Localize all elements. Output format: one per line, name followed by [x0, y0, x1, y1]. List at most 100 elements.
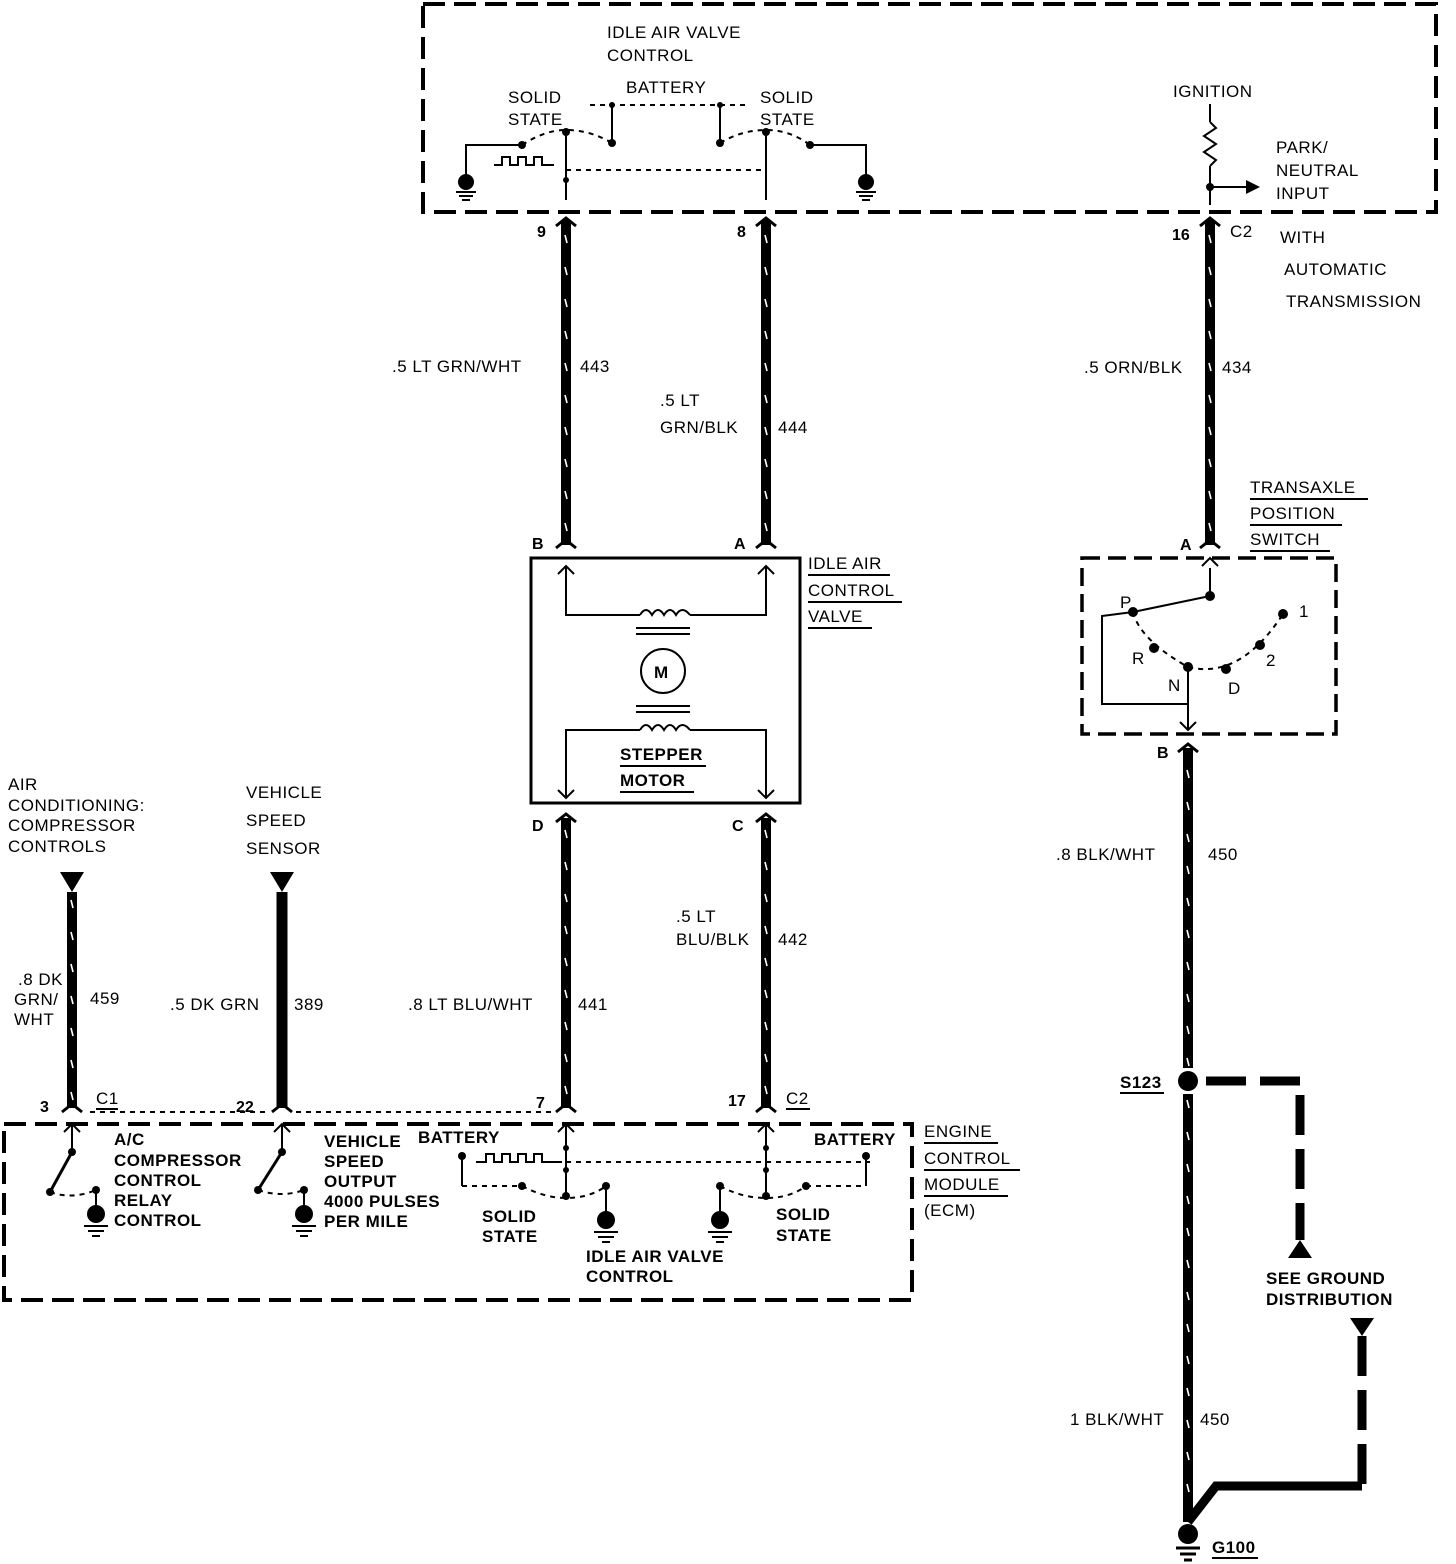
wire-stripe	[1186, 1195, 1190, 1205]
bottom-left-solid-state	[458, 1122, 870, 1243]
tps-p: P	[1120, 593, 1132, 612]
bottom-battery-left: BATTERY	[418, 1128, 500, 1147]
vss-output-switch	[254, 1122, 316, 1237]
pin-b-tps: B	[1157, 745, 1169, 762]
wire-441-circuit: 441	[578, 995, 608, 1014]
wire-stripe	[1208, 234, 1212, 244]
bottom-solid-left-2: STATE	[482, 1227, 538, 1246]
wire-444-color-2: GRN/BLK	[660, 418, 738, 437]
wire-stripe	[1186, 929, 1190, 939]
wire-stripe	[1186, 993, 1190, 1003]
wire-stripe	[1186, 1131, 1190, 1141]
with-auto-2: AUTOMATIC	[1284, 260, 1387, 279]
wire-stripe	[564, 893, 568, 903]
see-ground-2: DISTRIBUTION	[1266, 1290, 1393, 1309]
ac-relay-label-5: CONTROL	[114, 1211, 202, 1230]
park-neutral-1: PARK/	[1276, 138, 1328, 157]
top-battery-label: BATTERY	[626, 78, 706, 97]
ignition-pull-up	[1202, 104, 1260, 205]
connector-c2-bottom: C2	[786, 1089, 809, 1108]
wire-442-color-1: .5 LT	[676, 907, 716, 926]
ac-controls-1: AIR	[8, 775, 38, 794]
ecm-label-1: ENGINE	[924, 1122, 992, 1141]
top-title-line1: IDLE AIR VALVE	[607, 23, 741, 42]
wire-stripe	[1186, 1163, 1190, 1173]
connector-c2-top: C2	[1230, 222, 1253, 241]
ac-relay-label-4: RELAY	[114, 1191, 173, 1210]
with-auto-3: TRANSMISSION	[1286, 292, 1421, 311]
pin-17: 17	[728, 1093, 746, 1110]
park-neutral-3: INPUT	[1276, 184, 1330, 203]
wire-443-circuit: 443	[580, 357, 610, 376]
wire-stripe	[764, 458, 768, 468]
wire-443	[555, 216, 577, 550]
wire-stripe	[564, 957, 568, 967]
wire-stripe	[1208, 298, 1212, 308]
pin-22: 22	[236, 1099, 254, 1116]
ac-relay-switch	[46, 1122, 108, 1237]
wire-stripe	[1186, 1387, 1190, 1397]
wire-stripe	[1186, 1483, 1190, 1493]
pin-d-iac: D	[532, 818, 544, 835]
wire-stripe	[764, 957, 768, 967]
vss-label-1: VEHICLE	[246, 783, 322, 802]
ecm-bottom-box	[2, 1122, 914, 1302]
see-ground-1: SEE GROUND	[1266, 1269, 1385, 1288]
wire-450-circuit-upper: 450	[1208, 845, 1238, 864]
top-solid-state-right-1: SOLID	[760, 88, 814, 107]
tps-2: 2	[1266, 651, 1276, 670]
ground-distribution-arrow-lower	[1350, 1318, 1374, 1336]
wire-stripe	[764, 1053, 768, 1063]
wire-stripe	[564, 234, 568, 244]
bottom-solid-left-1: SOLID	[482, 1207, 536, 1226]
pin-a-iac: A	[734, 536, 746, 553]
pin-b-iac: B	[532, 536, 544, 553]
tps-label-2: POSITION	[1250, 504, 1335, 523]
top-solid-state-left-1: SOLID	[508, 88, 562, 107]
wire-stripe	[564, 522, 568, 532]
wire-stripe	[564, 1021, 568, 1031]
splice-s123-dot	[1178, 1071, 1198, 1091]
iac-label-1: IDLE AIR	[808, 554, 882, 573]
wire-stripe	[1186, 1291, 1190, 1301]
wire-stripe	[1186, 1419, 1190, 1429]
wire-389	[270, 872, 294, 1114]
wire-442-color-2: BLU/BLK	[676, 930, 750, 949]
pin-a-tps: A	[1180, 537, 1192, 554]
wire-stripe	[564, 362, 568, 372]
wire-stripe-ticks	[70, 234, 1212, 1493]
ac-relay-label-1: A/C	[114, 1130, 145, 1149]
ecm-label-3: MODULE	[924, 1175, 1000, 1194]
tps-switch	[1101, 556, 1288, 732]
wire-stripe	[1186, 1057, 1190, 1067]
tps-label-1: TRANSAXLE	[1250, 478, 1356, 497]
vss-label-3: SENSOR	[246, 839, 321, 858]
wire-stripe	[1186, 833, 1190, 843]
wire-stripe	[564, 490, 568, 500]
wire-stripe	[764, 234, 768, 244]
wire-stripe	[1208, 458, 1212, 468]
tps-n: N	[1168, 676, 1181, 695]
pin-16: 16	[1172, 227, 1190, 244]
iac-label-2: CONTROL	[808, 581, 895, 600]
wire-stripe	[764, 1085, 768, 1095]
wire-stripe	[1186, 865, 1190, 875]
wire-450-color-lower: 1 BLK/WHT	[1070, 1410, 1164, 1429]
wire-450	[1177, 742, 1362, 1525]
top-right-solid-state	[719, 128, 876, 201]
wire-stripe	[1208, 266, 1212, 276]
wire-stripe	[564, 458, 568, 468]
bottom-solid-right-2: STATE	[776, 1226, 832, 1245]
top-solid-state-right-2: STATE	[760, 110, 815, 129]
wire-stripe	[764, 266, 768, 276]
wire-stripe	[764, 426, 768, 436]
wire-stripe	[564, 330, 568, 340]
wire-stripe	[764, 989, 768, 999]
bottom-battery-right: BATTERY	[814, 1130, 896, 1149]
ac-controls-4: CONTROLS	[8, 837, 106, 856]
iac-internal-wiring	[557, 564, 775, 800]
ignition-label: IGNITION	[1173, 82, 1253, 101]
ecm-top-box	[421, 2, 1438, 214]
iac-label-3: VALVE	[808, 607, 863, 626]
